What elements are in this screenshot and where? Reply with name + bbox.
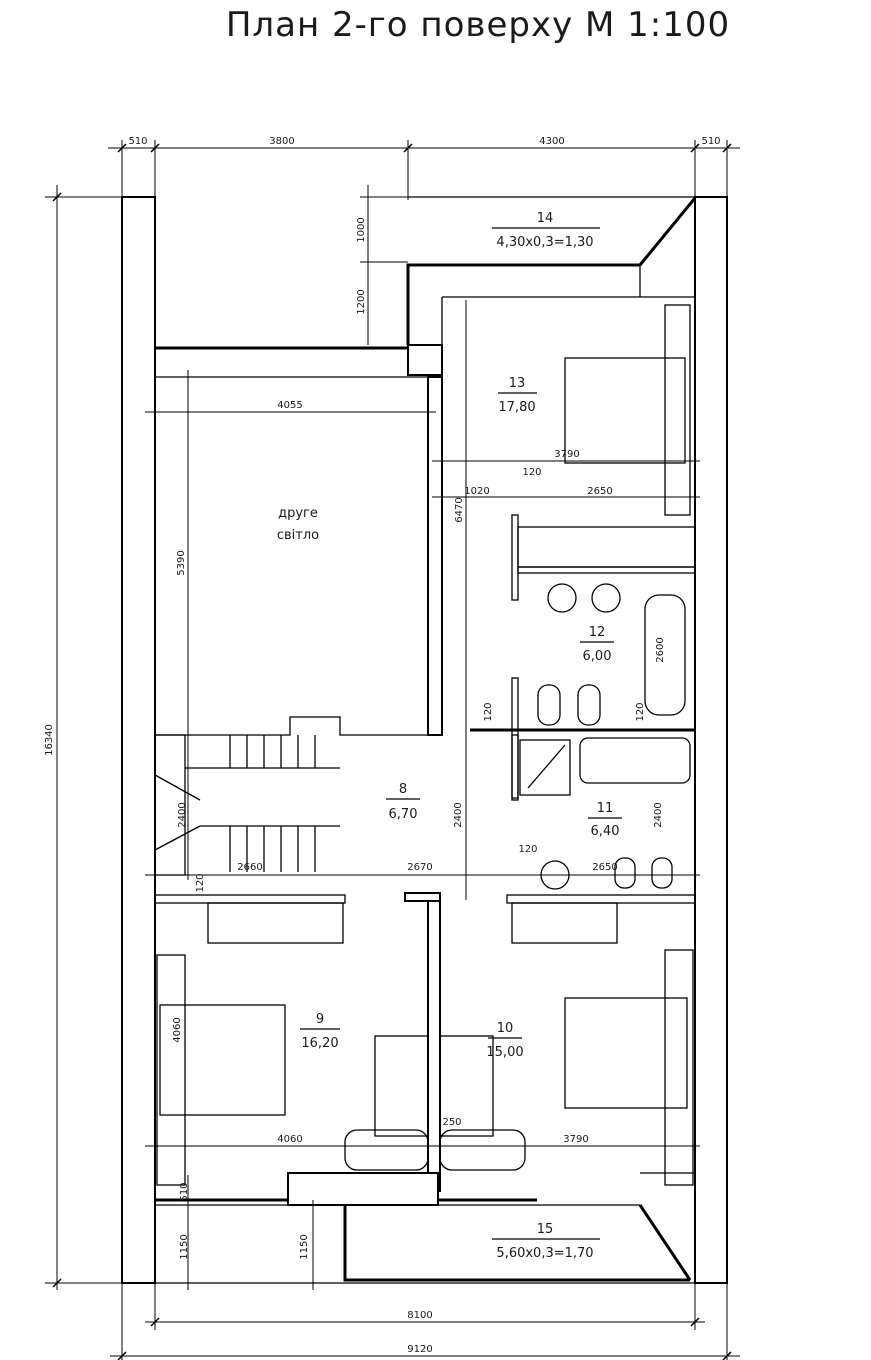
dim-3790: 3790: [563, 1134, 588, 1145]
room-14-number: 14: [537, 211, 554, 226]
bottom-dimensions: 8100 9120: [110, 1283, 740, 1360]
double-height-void: 4055 5390 друге світло: [145, 344, 443, 880]
room-13-bedroom: 3790 6470 13 17,80: [432, 300, 700, 900]
dim-1150-left: 1150: [179, 1234, 190, 1259]
dim-120-c: 120: [635, 702, 646, 721]
room-10-bedroom: 10 15,00: [439, 949, 694, 1186]
room-10-area: 15,00: [486, 1045, 523, 1060]
dim-2660: 2660: [237, 862, 262, 873]
dim-void-height: 5390: [176, 550, 187, 575]
dim-250: 250: [442, 1117, 461, 1128]
dim-2670: 2670: [407, 862, 432, 873]
dim-void-width: 4055: [277, 400, 302, 411]
room-8-number: 8: [399, 782, 407, 797]
dim-9120: 9120: [407, 1344, 432, 1355]
exterior-walls: [121, 196, 728, 1284]
dim-wc-2400: 2400: [653, 802, 664, 827]
left-dimension: 16340: [44, 185, 122, 1290]
balcony-15: 510 1150 1150 15 5,60x0,3=1,70: [155, 1172, 695, 1290]
room-8-area: 6,70: [389, 807, 418, 822]
room-13-number: 13: [509, 376, 526, 391]
dim-balcony-1000: 1000: [356, 217, 367, 242]
bedroom-dimensions: 4060 250 3790: [145, 1117, 700, 1147]
dim-room13-width: 3790: [554, 449, 579, 460]
room-14-area: 4,30x0,3=1,30: [496, 235, 593, 250]
dim-total-height: 16340: [44, 724, 55, 756]
dim-room9-depth: 4060: [172, 1017, 183, 1042]
balcony-14: 1000 1200 14 4,30x0,3=1,30: [356, 185, 697, 735]
room-9-area: 16,20: [301, 1036, 338, 1051]
dim-120-b: 120: [483, 702, 494, 721]
room-10-number: 10: [497, 1021, 514, 1036]
dim-2650-bath: 2650: [587, 486, 612, 497]
dim-1020: 1020: [464, 486, 489, 497]
room-11-area: 6,40: [591, 824, 620, 839]
dim-1150-mid: 1150: [299, 1234, 310, 1259]
dim-top-4: 510: [701, 136, 720, 147]
dim-510: 510: [179, 1182, 190, 1201]
dim-balcony-1200: 1200: [356, 289, 367, 314]
dim-120-a: 120: [522, 467, 541, 478]
dim-2600: 2600: [655, 637, 666, 662]
dim-top-1: 510: [128, 136, 147, 147]
room-12-number: 12: [589, 625, 606, 640]
void-label-2: світло: [277, 528, 319, 543]
void-label-1: друге: [278, 506, 318, 521]
room-12-area: 6,00: [583, 649, 612, 664]
dim-120-e: 120: [195, 873, 206, 892]
room-13-area: 17,80: [498, 400, 535, 415]
dim-120-d: 120: [518, 844, 537, 855]
dim-2650-wc: 2650: [592, 862, 617, 873]
stair-and-hall-8: 2400 2400 2400 2660 2670 120 2650 120 8 …: [145, 734, 700, 893]
room-15-number: 15: [537, 1222, 554, 1237]
dim-top-3: 4300: [539, 136, 564, 147]
dim-8100: 8100: [407, 1310, 432, 1321]
dim-stair-2400: 2400: [177, 802, 188, 827]
room-9-number: 9: [316, 1012, 324, 1027]
room-11-wc: 11 6,40: [511, 734, 691, 890]
room-11-number: 11: [597, 801, 614, 816]
dim-hall-2400: 2400: [453, 802, 464, 827]
room-9-bedroom: 4060 9 16,20: [156, 954, 429, 1186]
plan-title: План 2-го поверху М 1:100: [226, 5, 730, 45]
dim-4060: 4060: [277, 1134, 302, 1145]
dim-top-2: 3800: [269, 136, 294, 147]
room-12-bathroom: 1020 120 2650 2600 120 120 12 6,00: [432, 467, 700, 799]
room-15-area: 5,60x0,3=1,70: [496, 1246, 593, 1261]
top-dimension-chain: 510 3800 4300 510: [108, 136, 740, 200]
dim-6470: 6470: [454, 497, 465, 522]
